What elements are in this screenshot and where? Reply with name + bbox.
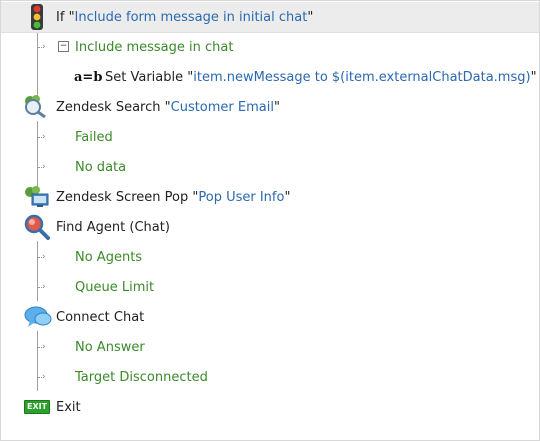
tree-row-if[interactable]: If "Include form message in initial chat… <box>1 2 539 33</box>
tree-row-zendesk-screen-pop[interactable]: Zendesk Screen Pop "Pop User Info" <box>1 182 539 212</box>
quote: " <box>284 189 291 205</box>
row-parameter: Customer Email <box>170 99 274 115</box>
tree-connector <box>38 167 44 168</box>
arrow-right-icon: › <box>42 132 46 142</box>
row-label: If <box>56 9 65 25</box>
tree-row-branch-no-data[interactable]: › No data <box>1 152 539 182</box>
row-parameter: Pop User Info <box>198 189 285 205</box>
tree-row-set-variable[interactable]: a=b Set Variable "item.newMessage to $(i… <box>1 62 539 92</box>
branch-label: Failed <box>75 129 113 145</box>
traffic-light-icon <box>31 4 43 30</box>
row-label: Exit <box>56 399 81 415</box>
tree-row-branch-queue-limit[interactable]: › Queue Limit <box>1 272 539 302</box>
set-variable-icon: a=b <box>74 69 103 85</box>
quote: " <box>307 9 314 25</box>
row-label: Zendesk Screen Pop <box>56 189 189 205</box>
quote: " <box>273 99 280 115</box>
tree-row-branch-no-agents[interactable]: › No Agents <box>1 242 539 272</box>
tree-row-find-agent[interactable]: Find Agent (Chat) <box>1 212 539 242</box>
row-parameter: Include form message in initial chat <box>74 9 308 25</box>
tree-connector <box>38 347 44 348</box>
zendesk-screen-pop-icon <box>25 186 49 207</box>
arrow-right-icon: › <box>42 42 46 52</box>
tree-row-branch-target-disconnected[interactable]: › Target Disconnected <box>1 362 539 392</box>
branch-label: No Answer <box>75 339 145 355</box>
row-parameter: item.newMessage to $(item.externalChatDa… <box>193 69 531 85</box>
tree-connector <box>37 121 38 191</box>
tree-row-connect-chat[interactable]: Connect Chat <box>1 302 539 332</box>
arrow-right-icon: › <box>42 162 46 172</box>
quote: " <box>68 9 75 25</box>
row-label: Connect Chat <box>56 309 145 325</box>
tree-connector <box>38 377 44 378</box>
chat-bubble-icon <box>24 306 52 327</box>
tree-row-exit[interactable]: EXIT Exit <box>1 392 539 422</box>
row-label: Find Agent (Chat) <box>56 219 170 235</box>
branch-label: Target Disconnected <box>75 369 208 385</box>
tree-connector <box>38 47 44 48</box>
arrow-right-icon: › <box>42 252 46 262</box>
tree-row-branch-no-answer[interactable]: › No Answer <box>1 332 539 362</box>
tree-connector <box>37 241 38 301</box>
branch-label: No Agents <box>75 249 143 265</box>
branch-label: Include message in chat <box>75 39 234 55</box>
quote: " <box>530 69 537 85</box>
tree-row-zendesk-search[interactable]: Zendesk Search "Customer Email" <box>1 92 539 122</box>
branch-label: No data <box>75 159 127 175</box>
quote: " <box>188 189 199 205</box>
magnifier-icon <box>24 214 50 240</box>
tree-connector <box>38 137 44 138</box>
quote: " <box>183 69 194 85</box>
arrow-right-icon: › <box>42 282 46 292</box>
row-label: Zendesk Search <box>56 99 161 115</box>
arrow-right-icon: › <box>42 372 46 382</box>
row-label: Set Variable <box>105 69 184 85</box>
exit-icon: EXIT <box>24 400 51 414</box>
tree-connector <box>37 331 38 391</box>
zendesk-search-icon <box>25 95 46 119</box>
tree-connector <box>38 257 44 258</box>
tree-connector <box>38 287 44 288</box>
tree-connector <box>37 31 38 101</box>
tree-row-branch-include-message[interactable]: › − Include message in chat <box>1 32 539 62</box>
collapse-icon[interactable]: − <box>58 41 69 52</box>
tree-row-branch-failed[interactable]: › Failed <box>1 122 539 152</box>
arrow-right-icon: › <box>42 342 46 352</box>
quote: " <box>160 99 171 115</box>
branch-label: Queue Limit <box>75 279 155 295</box>
